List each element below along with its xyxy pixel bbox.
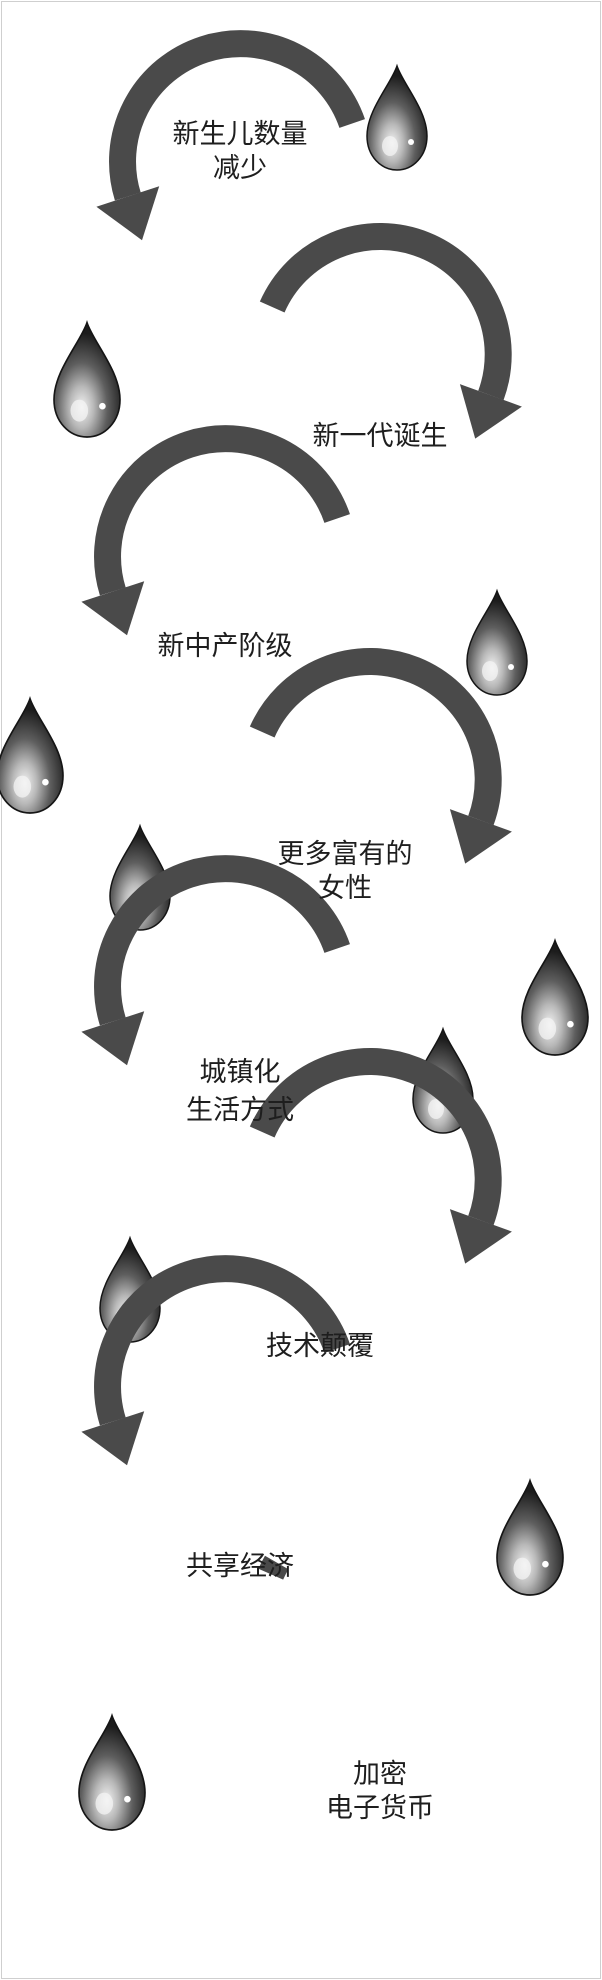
stage-label-6: 技术颠覆 xyxy=(266,1331,374,1362)
cycle-arc-1 xyxy=(109,30,365,201)
cycle-arc-5 xyxy=(94,855,350,1026)
water-drop-icon xyxy=(521,937,589,1056)
cycle-arc-2 xyxy=(259,223,512,401)
cycle-arc-3 xyxy=(94,425,350,596)
arrowhead-4 xyxy=(449,809,512,864)
stage-label-2: 新一代诞生 xyxy=(313,421,448,452)
arrowhead-6 xyxy=(449,1209,512,1264)
stage-label-1-line-1: 新生儿数量 xyxy=(173,119,308,150)
arrowhead-5 xyxy=(81,1011,145,1066)
arrowhead-2 xyxy=(459,384,522,439)
drops-layer xyxy=(0,63,589,1831)
arrows-layer xyxy=(81,30,522,1580)
cycle-arc-6 xyxy=(249,1048,502,1226)
cycle-arc-8 xyxy=(258,1555,289,1580)
water-drop-icon xyxy=(0,695,64,814)
water-drop-icon xyxy=(496,1477,564,1596)
arrowhead-3 xyxy=(81,581,145,636)
water-drop-icon xyxy=(466,588,528,696)
water-drop-icon xyxy=(78,1712,146,1831)
labels-layer: 新生儿数量减少新一代诞生新中产阶级更多富有的女性城镇化生活方式技术颠覆共享经济加… xyxy=(158,119,448,1824)
stage-label-8-line-1: 加密 xyxy=(353,1759,407,1790)
arrowhead-7 xyxy=(81,1411,145,1466)
water-drop-icon xyxy=(53,319,121,438)
cycle-arc-4 xyxy=(249,648,502,826)
stage-label-1-line-2: 减少 xyxy=(213,153,267,184)
cycle-arc-7 xyxy=(94,1255,350,1426)
stage-label-4-line-2: 女性 xyxy=(318,873,372,904)
water-drop-icon xyxy=(366,63,428,171)
stage-label-3: 新中产阶级 xyxy=(158,631,293,662)
stage-label-5-line-1: 城镇化 xyxy=(200,1057,281,1088)
arrowhead-1 xyxy=(96,186,160,241)
stage-label-7: 共享经济 xyxy=(186,1551,294,1582)
stage-label-4-line-1: 更多富有的 xyxy=(278,839,413,870)
stage-label-5-line-2: 生活方式 xyxy=(186,1095,294,1126)
stage-label-8-line-2: 电子货币 xyxy=(326,1793,434,1824)
